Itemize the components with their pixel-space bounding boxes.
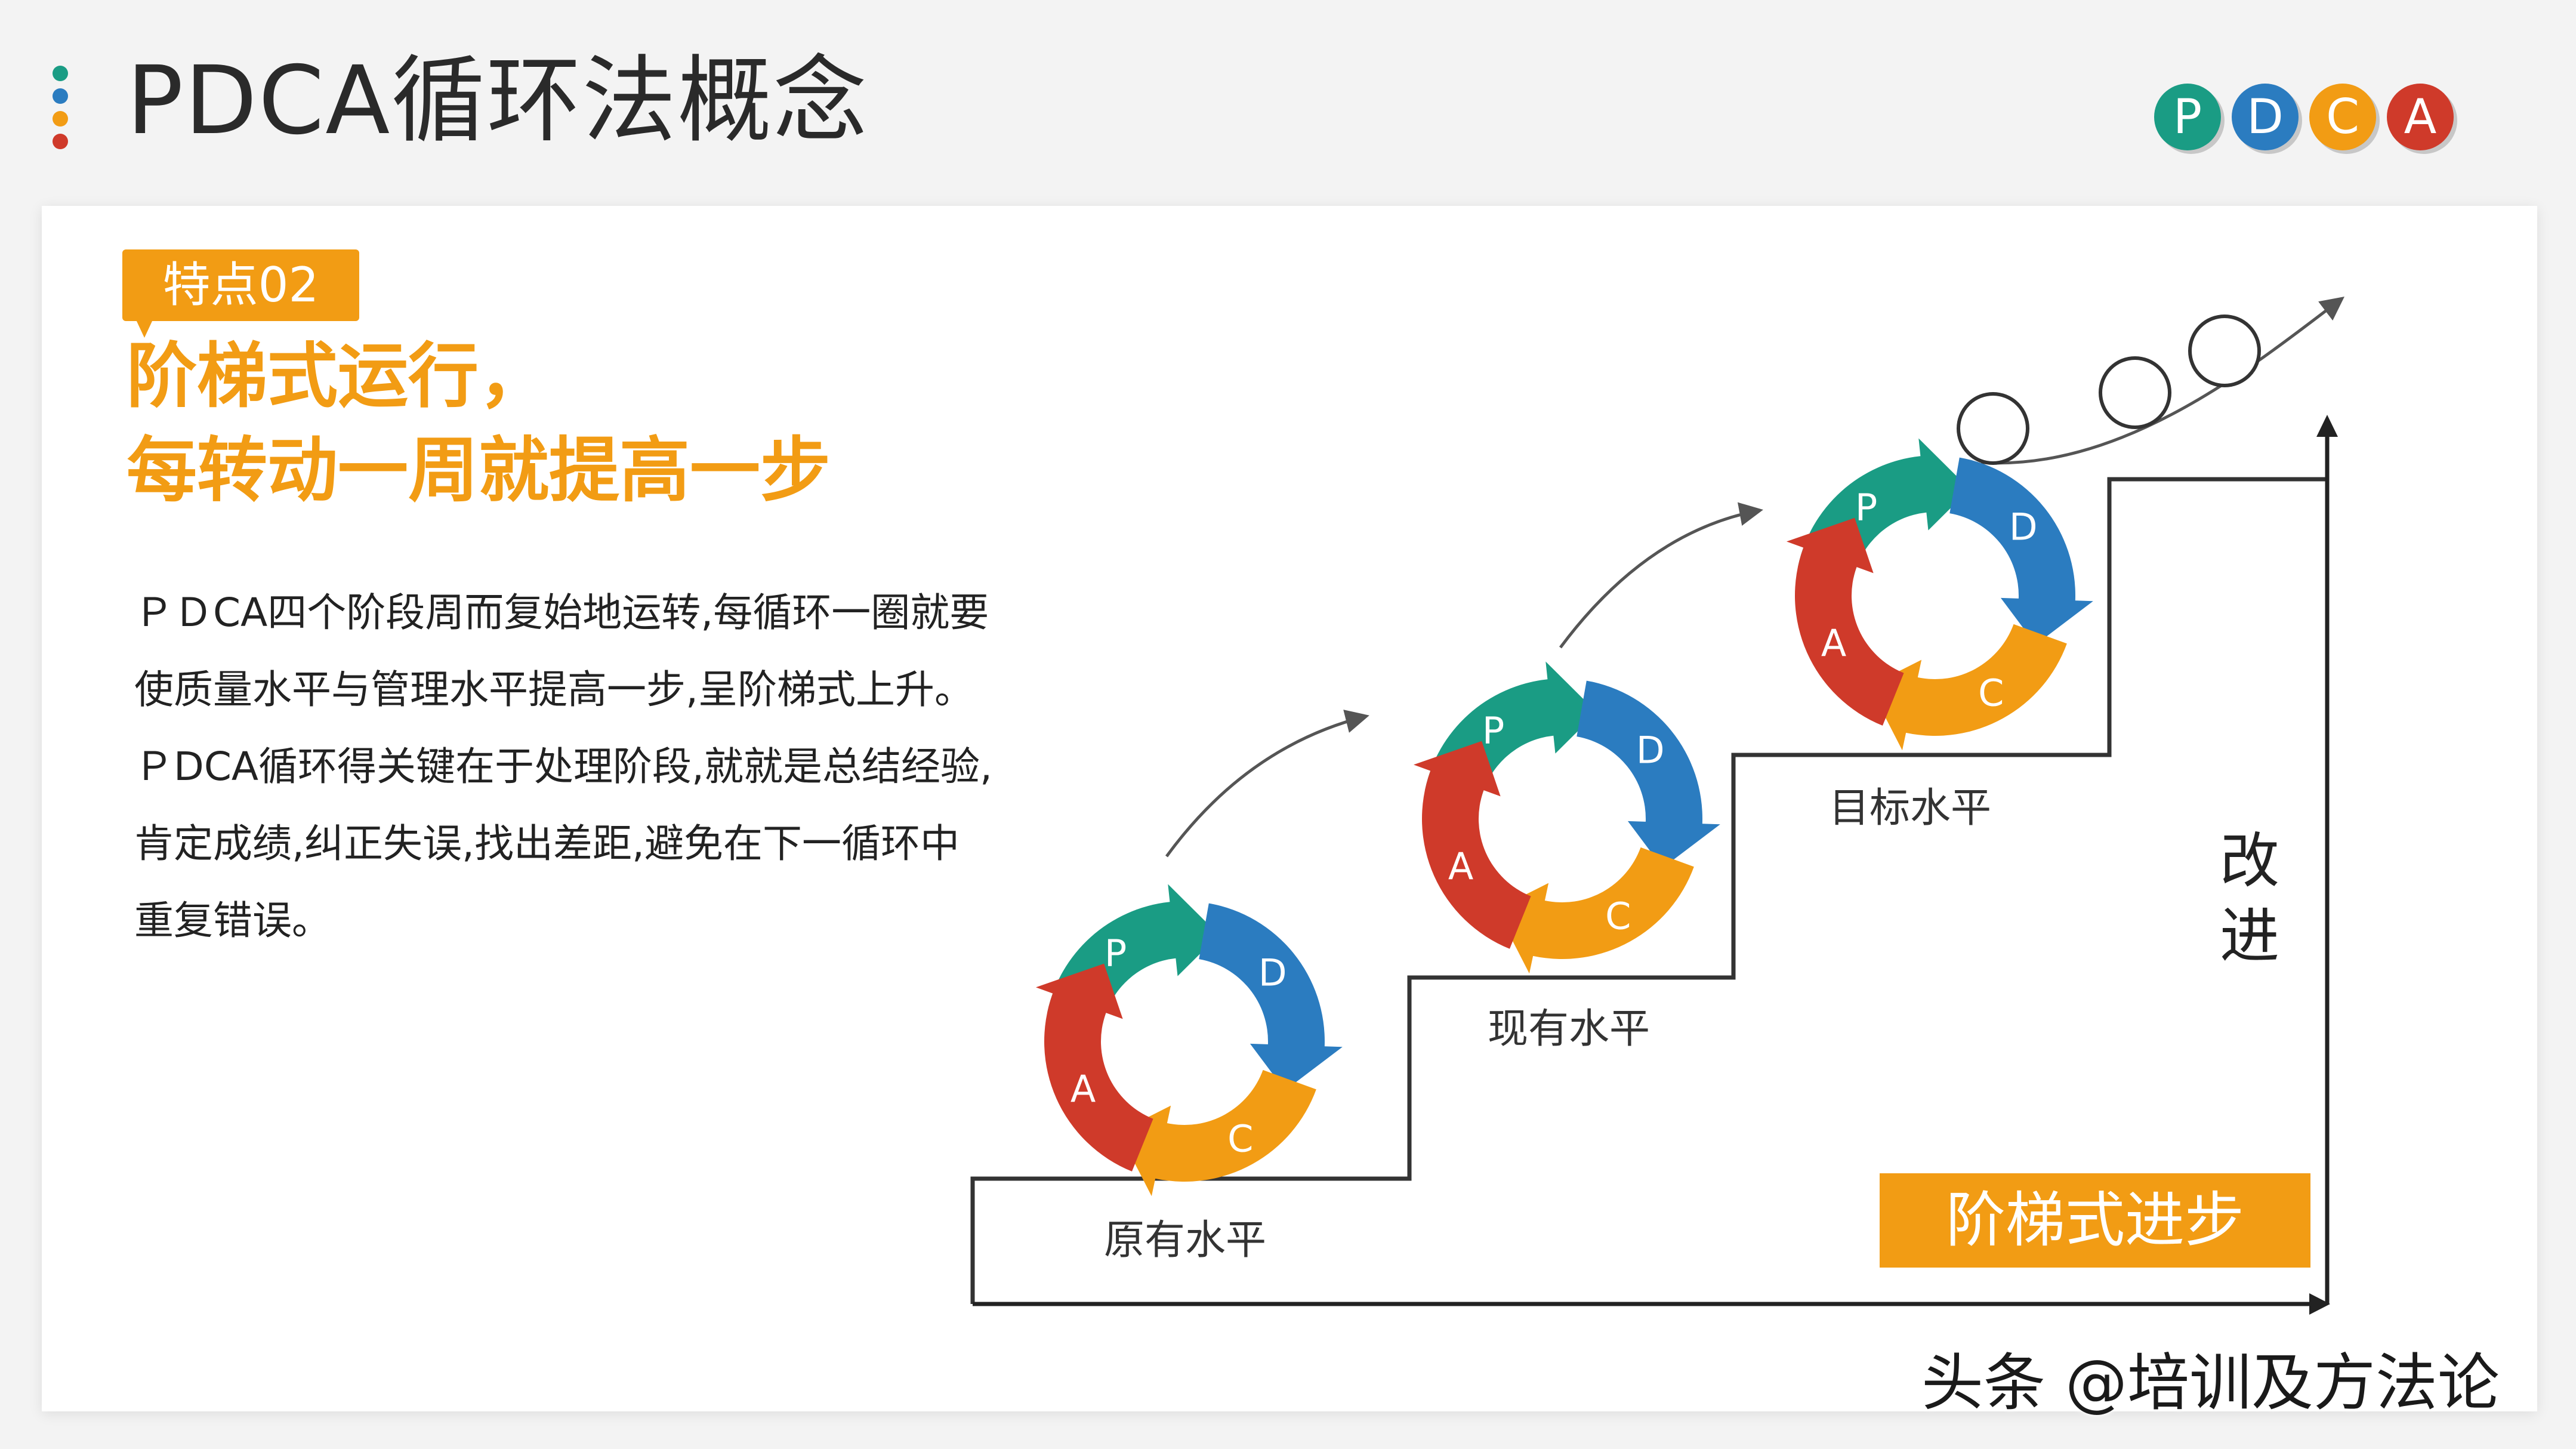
feature-paragraph: ＰＤCA四个阶段周而复始地运转,每循环一圈就要 使质量水平与管理水平提高一步,呈… — [134, 574, 1101, 959]
paragraph-line: 重复错误。 — [134, 898, 331, 944]
pdca-cycle-1: P D C A — [1035, 884, 1343, 1197]
cycle-arrow-d — [1577, 680, 1720, 868]
x-axis-arrowhead — [2309, 1293, 2330, 1315]
feature-tag: 特点02 — [122, 249, 359, 321]
title-dot-blue — [53, 88, 68, 104]
rolling-ball — [1957, 392, 2029, 465]
feature-tag-pointer — [136, 320, 153, 338]
y-axis-arrowhead — [2316, 415, 2338, 437]
cycle-arrow-c — [1869, 624, 2067, 751]
paragraph-line: ＰＤCA四个阶段周而复始地运转,每循环一圈就要 — [134, 590, 989, 636]
level-label-current: 现有水平 — [1488, 1006, 1651, 1053]
pdca-badge-c: C — [2309, 84, 2376, 150]
cycle-letter-c: C — [1227, 1117, 1253, 1160]
title-dot-orange — [53, 111, 68, 127]
progress-arrow-2 — [1559, 502, 1763, 649]
cycle-arrow-a — [1035, 963, 1153, 1171]
staircase-line — [970, 477, 2327, 1304]
rolling-ball — [2099, 356, 2171, 429]
cycle-letter-p: P — [1482, 709, 1504, 753]
cycle-letter-c: C — [1978, 671, 2004, 714]
cycle-letter-d: D — [1258, 951, 1287, 995]
cycle-arrow-a — [1786, 517, 1904, 726]
rolling-ball — [2188, 315, 2261, 387]
cycle-arrow-a — [1413, 741, 1531, 949]
cycle-letter-d: D — [2009, 505, 2038, 549]
progress-arrow-1 — [1165, 710, 1369, 858]
paragraph-line: ＰDCA循环得关键在于处理阶段,就就是总结经验, — [134, 744, 993, 790]
cycle-letter-c: C — [1605, 894, 1631, 938]
pdca-badge-d: D — [2232, 84, 2299, 150]
level-label-target: 目标水平 — [1829, 785, 1992, 832]
title-dot-red — [53, 134, 68, 149]
progress-arrow-3 — [1980, 296, 2344, 465]
cycle-arrow-d — [1949, 457, 2093, 645]
pdca-cycle-2: P D C A — [1413, 661, 1720, 974]
cycle-arrow-c — [1496, 847, 1694, 974]
cycle-letter-a: A — [1070, 1067, 1096, 1111]
pdca-cycle-3: P D C A — [1786, 438, 2093, 751]
cycle-arrow-c — [1118, 1069, 1316, 1197]
cycle-letter-a: A — [1448, 844, 1473, 888]
pdca-badge-p: P — [2154, 84, 2221, 150]
cycle-letter-d: D — [1636, 729, 1665, 772]
cycle-letter-p: P — [1855, 486, 1877, 529]
cycle-letter-a: A — [1821, 621, 1846, 665]
improve-label: 改 进 — [2217, 824, 2282, 974]
cycle-arrow-d — [1199, 903, 1343, 1091]
paragraph-line: 使质量水平与管理水平提高一步,呈阶梯式上升。 — [134, 667, 974, 713]
title-dots — [53, 66, 70, 156]
title-dot-green — [53, 66, 68, 81]
stepwise-progress-box: 阶梯式进步 — [1880, 1173, 2310, 1268]
paragraph-line: 肯定成绩,纠正失误,找出差距,避免在下一循环中 — [134, 821, 960, 867]
level-label-original: 原有水平 — [1104, 1217, 1267, 1264]
pdca-badge-a: A — [2387, 84, 2454, 150]
feature-heading-line2: 每转动一周就提高一步 — [127, 429, 831, 511]
pdca-cycles: P D C A P D C A P D C A — [1035, 438, 2093, 1197]
improve-char: 进 — [2220, 901, 2279, 971]
feature-heading-line1: 阶梯式运行， — [127, 335, 550, 417]
cycle-letter-p: P — [1105, 932, 1127, 975]
improve-char: 改 — [2220, 826, 2279, 896]
page-title: PDCA循环法概念 — [127, 46, 869, 156]
watermark: 头条 @培训及方法论 — [1921, 1346, 2500, 1419]
